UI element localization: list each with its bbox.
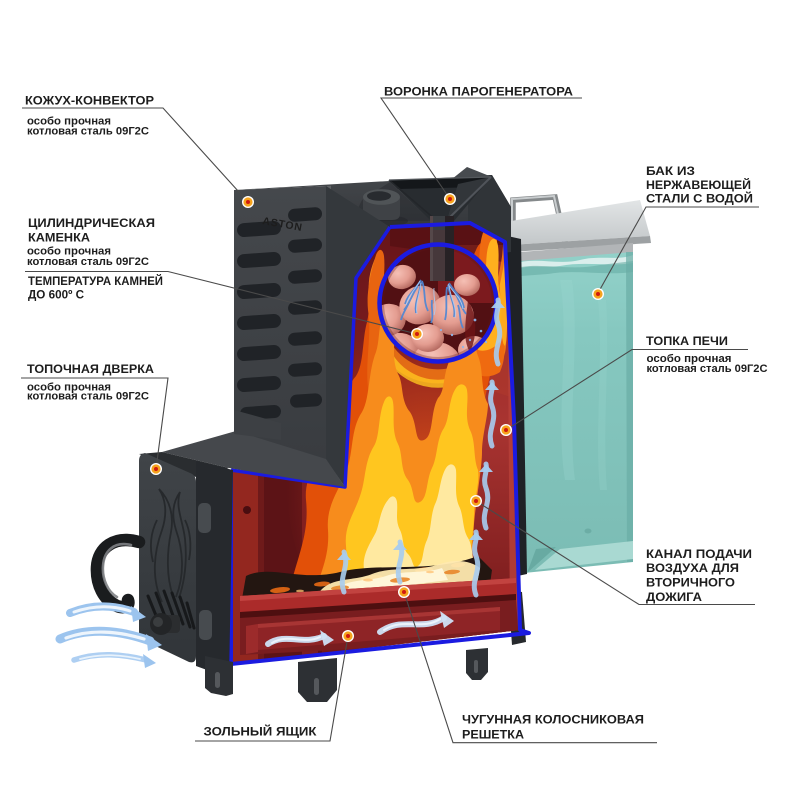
svg-text:ТОПКА ПЕЧИ: ТОПКА ПЕЧИ <box>646 334 728 348</box>
svg-text:котловая сталь 09Г2С: котловая сталь 09Г2С <box>27 391 149 403</box>
svg-text:КАМЕНКА: КАМЕНКА <box>28 230 90 244</box>
svg-text:особо прочная: особо прочная <box>27 382 111 394</box>
svg-text:РЕШЕТКА: РЕШЕТКА <box>462 727 524 741</box>
svg-text:ВТОРИЧНОГО: ВТОРИЧНОГО <box>646 576 735 590</box>
svg-text:ВОРОНКА ПАРОГЕНЕРАТОРА: ВОРОНКА ПАРОГЕНЕРАТОРА <box>384 85 573 99</box>
svg-text:ТОПОЧНАЯ ДВЕРКА: ТОПОЧНАЯ ДВЕРКА <box>27 362 154 376</box>
svg-text:КОЖУХ-КОНВЕКТОР: КОЖУХ-КОНВЕКТОР <box>25 94 154 108</box>
svg-text:ЦИЛИНДРИЧЕСКАЯ: ЦИЛИНДРИЧЕСКАЯ <box>28 216 155 230</box>
svg-text:котловая сталь 09Г2С: котловая сталь 09Г2С <box>27 126 149 138</box>
svg-text:особо прочная: особо прочная <box>27 116 111 128</box>
svg-text:котловая сталь 09Г2С: котловая сталь 09Г2С <box>27 256 149 268</box>
svg-text:СТАЛИ С ВОДОЙ: СТАЛИ С ВОДОЙ <box>646 191 753 206</box>
svg-text:ВОЗДУХА ДЛЯ: ВОЗДУХА ДЛЯ <box>646 561 739 575</box>
svg-text:ДОЖИГА: ДОЖИГА <box>646 590 702 604</box>
svg-text:БАК ИЗ: БАК ИЗ <box>646 164 695 178</box>
svg-text:КАНАЛ ПОДАЧИ: КАНАЛ ПОДАЧИ <box>646 547 752 561</box>
svg-text:ЧУГУННАЯ КОЛОСНИКОВАЯ: ЧУГУННАЯ КОЛОСНИКОВАЯ <box>462 713 644 727</box>
svg-text:ТЕМПЕРАТУРА КАМНЕЙ: ТЕМПЕРАТУРА КАМНЕЙ <box>28 273 163 288</box>
svg-text:НЕРЖАВЕЮЩЕЙ: НЕРЖАВЕЮЩЕЙ <box>646 177 751 192</box>
svg-text:особо прочная: особо прочная <box>647 353 732 365</box>
svg-text:ДО 600º С: ДО 600º С <box>28 287 84 301</box>
svg-text:особо прочная: особо прочная <box>27 246 111 258</box>
svg-text:котловая сталь 09Г2С: котловая сталь 09Г2С <box>647 363 768 375</box>
svg-text:ЗОЛЬНЫЙ ЯЩИК: ЗОЛЬНЫЙ ЯЩИК <box>204 724 318 739</box>
